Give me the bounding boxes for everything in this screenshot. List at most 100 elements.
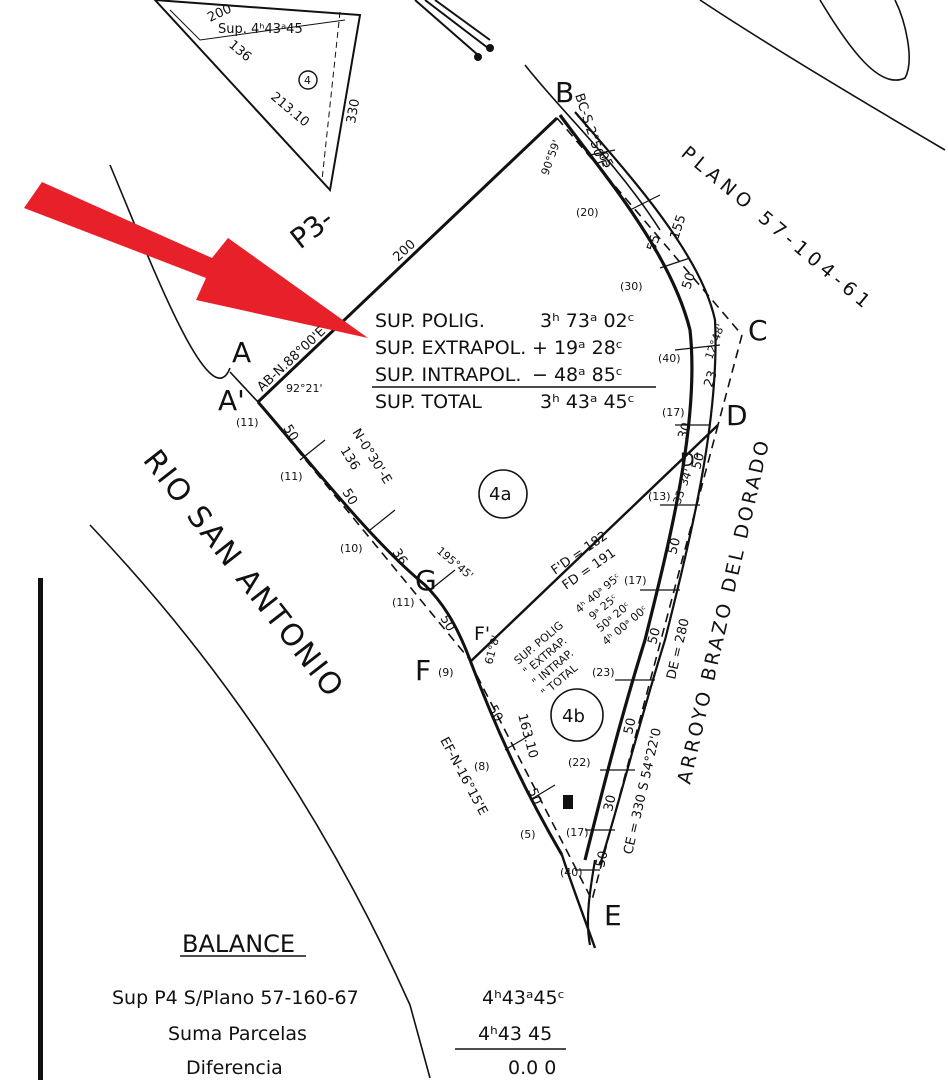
balance-row1-label: Sup P4 S/Plano 57-160-67 [112,987,359,1009]
boundary-marker: (10) [340,542,363,555]
segment-length: 50 [280,422,301,444]
segment-length: 50 [621,716,639,735]
segment-length: 50 [524,786,544,807]
small-parcel-circle [298,70,318,90]
boundary-marker: (40) [658,352,681,365]
segment-length: 50 [339,486,360,508]
small-parcel-4 [153,0,362,193]
angle-a: 92°21' [286,382,323,395]
small-parcel-dashed [321,11,341,181]
river-bank-lower [89,524,431,1079]
area-value-total: 3ʰ 43ᵃ 45ᶜ [540,391,635,413]
river-label: RIO SAN ANTONIO [136,443,351,705]
balance-row3-label: Diferencia [186,1057,283,1079]
segment-length: 50 [665,536,684,556]
segment-length: 23 [702,369,721,389]
boundary-marker: (40) [560,866,583,879]
angle-d: 33°34' [671,467,696,506]
line-bc [556,117,743,336]
stream-channel [558,111,717,946]
vertex-f: F [415,654,431,687]
stream-bank-top [699,0,946,151]
angle-g: 195°45' [434,544,476,582]
boundary-marker: (9) [438,666,454,679]
balance-row1-value: 4ʰ43ᵃ45ᶜ [482,987,565,1009]
boundary-marker: (17) [624,574,647,587]
stream-left-bank [558,114,694,861]
stream-right-bank [574,111,717,866]
boundary-marker: (20) [576,206,599,219]
boundary-marker: (11) [392,596,415,609]
area-label-polig: SUP. POLIG. [375,310,485,332]
small-parcel-inner [169,9,346,41]
left-bar [38,578,43,1080]
vertex-a: A [232,336,251,369]
angle-c: 12°48' [703,322,728,361]
segment-length: 36 [389,546,410,568]
line-de [591,424,719,901]
boundary-marker: (22) [568,756,591,769]
boundary-marker: (5) [520,828,536,841]
boundary-marker: (8) [474,760,490,773]
vertex-g: G [415,564,437,597]
boundary-marker: (23) [592,666,615,679]
balance-title: BALANCE [182,930,295,958]
segment-length: 50 [484,703,505,725]
parcel-4a-label: 4a [489,484,511,505]
building-mark [563,795,573,809]
dim-small-3: 213.10 [267,90,311,131]
boundary-marker: (30) [620,280,643,293]
area-value-polig: 3ʰ 73ᵃ 02ᶜ [540,310,635,332]
segment-length: 05 [595,150,616,172]
vertex-f-prime: F' [474,623,490,645]
vertex-a-prime: A' [218,384,245,417]
dim-ab: 200 [390,237,418,265]
vertex-c: C [748,314,768,347]
course-ef: EF-N-16°15'E [436,735,490,818]
river-bank-upper [109,164,231,379]
boundary-marker: (13) [648,490,671,503]
line-a-f-e [256,401,564,856]
parcel-4b-circle [550,688,604,742]
segment-length: 55 [645,233,664,253]
boundary-marker: (11) [280,470,303,483]
small-parcel-outline [153,0,362,193]
balance-row3-value: 0.0 0 [508,1057,556,1079]
plano-label: PLANO 57-104-61 [677,142,878,316]
parcel-4a-circle [478,469,528,519]
stream-bank-left [524,64,661,231]
line-ab [256,116,559,404]
hatch-lines [414,0,494,61]
segment-length: 50 [680,271,699,291]
line-cd [717,334,743,426]
segment-length: 50 [437,613,458,635]
segment-length: 50 [593,849,611,868]
small-parcel-sup: Sup. 4ʰ43ᵃ45 [218,22,303,37]
boundary-marker: (17) [566,826,589,839]
small-parcel-number: 4 [304,74,311,87]
vertex-e: E [604,899,622,932]
marker-labels: (11) (11) (10) (11) (9) (8) (5) (20) (30) (40) (17… [236,206,685,879]
p3-label: P3- [284,202,340,256]
boundary-marker: (11) [236,416,259,429]
balance-table: BALANCE Sup P4 S/Plano 57-160-67 4ʰ43ᵃ45… [112,930,565,1079]
vertex-b: B [555,76,574,109]
vertex-d: D [726,399,748,432]
area-label-total: SUP. TOTAL [375,391,482,413]
dim-bc: 155 [668,213,690,241]
boundary-marker: (17) [662,406,685,419]
angle-b: 90°59' [539,138,564,177]
parcel-4b-label: 4b [562,706,585,727]
tick-marks [299,149,721,871]
island-outline [819,0,910,81]
area-table-main: SUP. POLIG. 3ʰ 73ᵃ 02ᶜ SUP. EXTRAPOL. + … [375,310,635,413]
area-value-intra: − 48ᵃ 85ᶜ [532,364,623,386]
line-fe-dashed [469,661,593,901]
segment-length: 50 [645,626,664,646]
balance-row2-label: Suma Parcelas [168,1023,307,1045]
stream-tail [586,859,597,946]
line-fd [469,424,719,663]
